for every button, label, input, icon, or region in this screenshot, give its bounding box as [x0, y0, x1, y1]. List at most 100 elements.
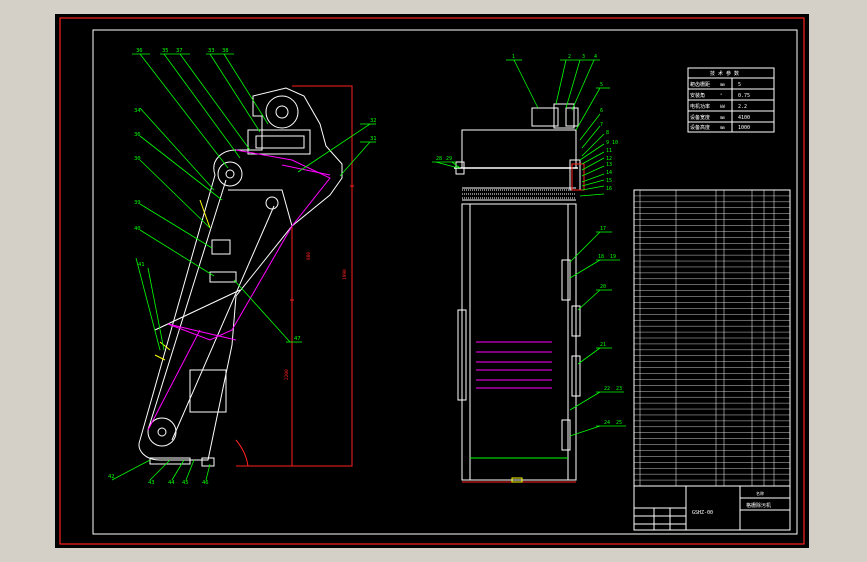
drive-sprocket-inner [275, 105, 289, 119]
seal-detail [571, 163, 585, 191]
part-label: 21 [600, 342, 606, 348]
spec-label: 设备高度 [690, 124, 710, 131]
rake-path-2 [167, 323, 237, 341]
part-label: 25 [616, 420, 622, 426]
side-chain-line-2 [171, 205, 275, 441]
spec-table[interactable]: 技 术 参 数 耙齿栅距 mm 5 安装角 ° 0.75 电机功率 kW 2.2… [687, 67, 775, 133]
spec-value: 5 [738, 82, 741, 88]
side-part-labels: 36 35 37 33 38 34 36 32 31 30 39 40 41 4… [108, 48, 377, 486]
part-label: 37 [176, 48, 183, 54]
spec-label: 设备宽度 [690, 114, 710, 121]
part-label: 16 [606, 186, 612, 192]
part-label: 39 [134, 200, 141, 206]
part-label: 8 [606, 130, 609, 136]
part-label: 33 [208, 48, 215, 54]
front-bracket-r4 [561, 419, 571, 451]
front-label-underlines [432, 59, 626, 427]
part-label: 47 [294, 336, 301, 342]
part-label: 24 [604, 420, 610, 426]
part-label: 20 [600, 284, 606, 290]
drive-sprocket-outer[interactable] [265, 95, 299, 129]
head-wheel-hub [225, 169, 235, 179]
part-label: 14 [606, 170, 612, 176]
motor-mount [565, 107, 579, 127]
part-label: 34 [134, 108, 141, 114]
part-label: 44 [168, 480, 175, 486]
part-label: 31 [370, 136, 377, 142]
part-label: 35 [162, 48, 169, 54]
spec-value: 4100 [738, 115, 750, 121]
chain-highlight-3 [159, 341, 171, 351]
sheet-background [55, 14, 809, 548]
part-label: 22 [604, 386, 610, 392]
part-label: 15 [606, 178, 612, 184]
front-shaft-bearing-left [455, 161, 465, 175]
part-label: 5 [600, 82, 603, 88]
part-label: 36 [134, 132, 141, 138]
spec-unit: mm [720, 82, 725, 87]
side-main-frame[interactable] [138, 87, 343, 461]
front-leaders [435, 59, 605, 437]
foot-wheel-hub [157, 427, 167, 437]
spec-table-header: 技 术 参 数 [710, 70, 739, 77]
spec-unit: mm [720, 115, 725, 120]
front-bracket-r2 [571, 305, 581, 337]
spec-value: 2.2 [738, 104, 747, 110]
rake-path-4 [147, 329, 201, 431]
side-view[interactable] [111, 53, 376, 481]
part-label: 28 [436, 156, 442, 162]
part-label: 36 [136, 48, 143, 54]
rake-path-3 [281, 164, 331, 176]
spec-value: 0.75 [738, 93, 750, 99]
part-label: 10 [612, 140, 618, 146]
front-left-rail [461, 203, 471, 481]
part-label: 4 [594, 54, 597, 60]
part-label: 2 [568, 54, 571, 60]
side-rake-bar [154, 289, 241, 331]
screen-bars [476, 341, 552, 389]
title-block[interactable]: GSHZ-00 格栅除污机 名称 [633, 485, 791, 531]
part-label: 23 [616, 386, 622, 392]
tensioner-wheel[interactable] [265, 196, 279, 210]
part-label: 18 [598, 254, 604, 260]
part-label: 29 [446, 156, 452, 162]
side-inner-rail [228, 189, 293, 227]
head-wheel[interactable] [217, 161, 243, 187]
title-name-col: 名称 [756, 490, 764, 496]
part-label: 38 [222, 48, 229, 54]
side-leaders [111, 53, 371, 481]
motor-body[interactable] [531, 107, 559, 127]
part-label: 43 [148, 480, 155, 486]
drawing-frame [92, 29, 798, 535]
drive-housing[interactable] [247, 129, 311, 155]
side-dimension-labels: 1990 800 2200 [284, 252, 348, 380]
spec-unit: mm [720, 125, 725, 130]
part-label: 17 [600, 226, 606, 232]
part-label: 40 [134, 226, 141, 232]
part-label: 11 [606, 148, 612, 154]
spec-value: 1000 [738, 125, 750, 131]
rake-travel-path [167, 149, 331, 341]
part-label: 30 [134, 156, 141, 162]
front-part-labels: 1 2 3 4 5 6 7 8 9 10 11 12 13 14 15 16 1… [436, 54, 622, 426]
spec-unit: kW [720, 104, 725, 109]
part-label: 42 [108, 474, 115, 480]
part-label: 1 [512, 54, 515, 60]
angle-arc [235, 439, 249, 467]
drawing-number: GSHZ-00 [692, 510, 713, 516]
dim-label: 2200 [284, 369, 290, 380]
frame-plate [211, 239, 231, 255]
dim-label: 1990 [342, 269, 348, 280]
front-right-rail [567, 203, 577, 481]
part-label: 7 [600, 122, 603, 128]
part-label: 3 [582, 54, 585, 60]
frame-bracket [209, 271, 237, 283]
front-view[interactable] [432, 59, 626, 483]
base-block [201, 457, 215, 467]
front-bracket-r3 [571, 355, 581, 397]
gearbox[interactable] [553, 103, 575, 129]
rake-teeth [462, 189, 576, 199]
foot-wheel[interactable] [147, 417, 177, 447]
